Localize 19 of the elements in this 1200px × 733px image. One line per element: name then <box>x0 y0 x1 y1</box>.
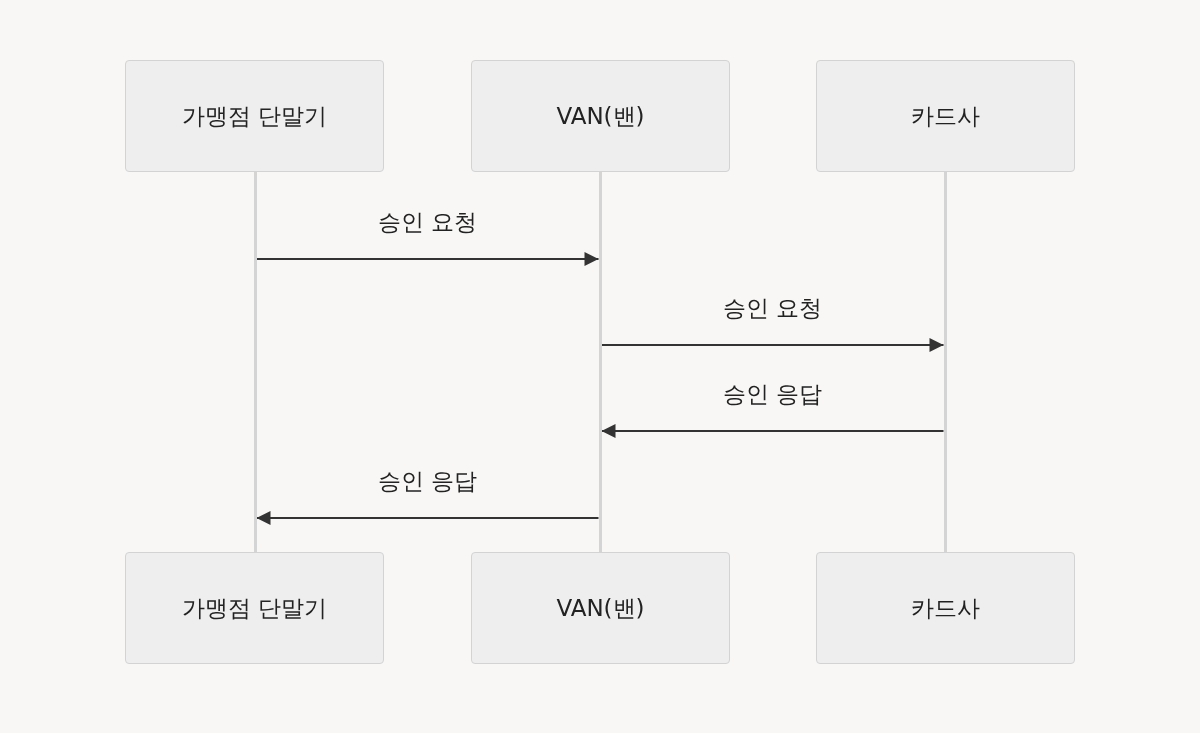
participant-label: 가맹점 단말기 <box>181 101 328 131</box>
participant-label: VAN(밴) <box>556 101 645 131</box>
participant-box <box>816 552 1075 664</box>
lifeline <box>253 172 257 552</box>
participant-box <box>471 552 730 664</box>
participant-box <box>816 60 1075 172</box>
message-arrow <box>600 424 945 438</box>
participant-label: 카드사 <box>911 593 980 623</box>
message-arrow <box>255 511 600 525</box>
lifeline <box>943 172 947 552</box>
participant-box <box>125 60 384 172</box>
participant-box <box>125 552 384 664</box>
participant-label: 카드사 <box>911 101 980 131</box>
message-arrow <box>255 252 600 266</box>
participant-box <box>471 60 730 172</box>
message-arrow <box>600 338 945 352</box>
participant-label: 가맹점 단말기 <box>181 593 328 623</box>
participant-label: VAN(밴) <box>556 593 645 623</box>
lifeline <box>598 172 602 552</box>
